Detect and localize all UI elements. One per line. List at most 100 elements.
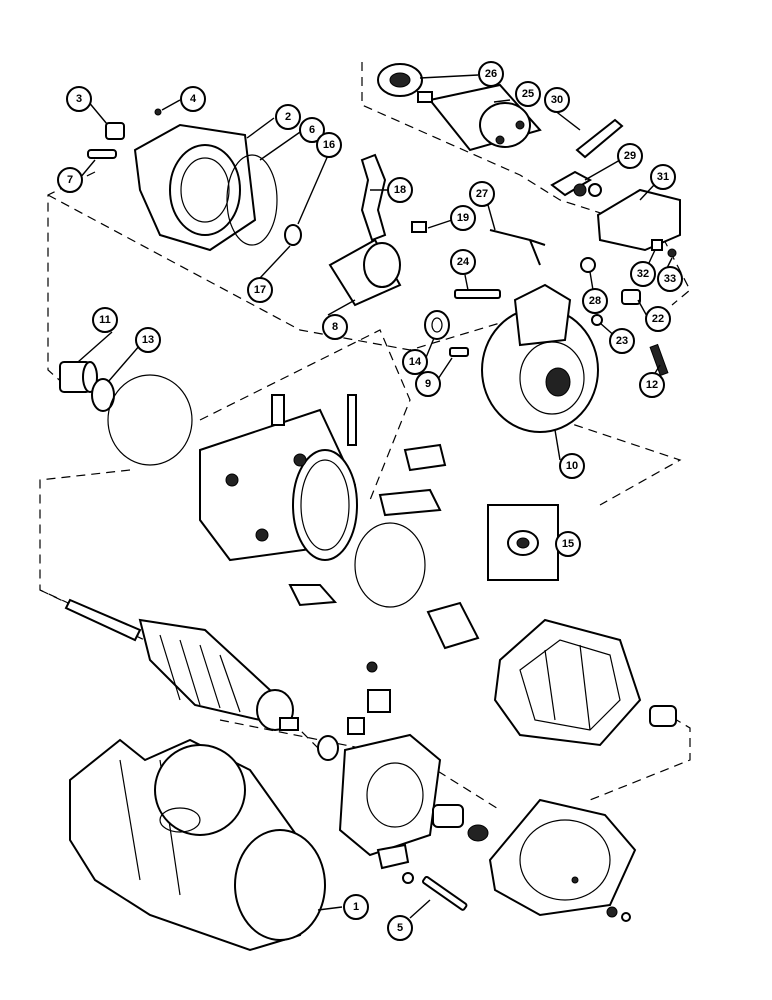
callout-24: 24	[450, 249, 476, 275]
svg-text:26: 26	[485, 68, 497, 80]
callout-31: 31	[650, 164, 676, 190]
part-bolt	[454, 289, 501, 299]
svg-text:12: 12	[646, 379, 658, 391]
callout-23: 23	[609, 328, 635, 354]
callout-5: 5	[387, 915, 413, 941]
part-insulator-bushing	[432, 804, 464, 828]
part-gasket-plate	[426, 601, 480, 650]
part-cover-washer	[621, 912, 631, 922]
svg-text:4: 4	[190, 93, 197, 105]
svg-text:17: 17	[254, 284, 266, 296]
callout-9: 9	[415, 371, 441, 397]
part-end-cover	[488, 798, 637, 917]
svg-text:8: 8	[332, 321, 338, 333]
callout-32: 32	[630, 261, 656, 287]
part-rear-bushing	[649, 705, 677, 727]
svg-text:2: 2	[285, 111, 291, 123]
svg-text:1: 1	[353, 901, 359, 913]
callout-12: 12	[639, 372, 665, 398]
part-large-o-ring	[107, 374, 193, 466]
svg-text:3: 3	[76, 93, 82, 105]
svg-text:7: 7	[67, 174, 73, 186]
callout-8: 8	[322, 314, 348, 340]
part-armature	[64, 598, 299, 731]
callout-28: 28	[582, 288, 608, 314]
part-insulator	[378, 488, 442, 517]
part-lead	[489, 229, 546, 266]
part-stud	[347, 394, 357, 446]
part-brush-washer	[317, 735, 339, 761]
part-field-lead	[403, 443, 447, 472]
svg-text:14: 14	[409, 356, 422, 368]
svg-text:13: 13	[142, 334, 154, 346]
callout-6: 6	[299, 117, 325, 143]
svg-text:6: 6	[309, 124, 315, 136]
part-strip	[649, 343, 669, 377]
part-plate	[651, 239, 663, 251]
svg-text:9: 9	[425, 378, 431, 390]
callout-26: 26	[478, 61, 504, 87]
part-solenoid-housing	[481, 283, 599, 433]
part-thrust-washer	[91, 378, 115, 412]
svg-text:18: 18	[394, 184, 406, 196]
part-pin	[87, 149, 117, 159]
callout-2: 2	[275, 104, 301, 130]
svg-text:19: 19	[457, 212, 469, 224]
part-terminal-cover	[596, 188, 681, 252]
callout-4: 4	[180, 86, 206, 112]
svg-text:25: 25	[522, 88, 534, 100]
part-terminal	[621, 289, 641, 305]
callout-1: 1	[343, 894, 369, 920]
callout-33: 33	[657, 266, 683, 292]
svg-text:31: 31	[657, 171, 669, 183]
callout-14: 14	[402, 349, 428, 375]
svg-text:29: 29	[624, 150, 636, 162]
part-brush-lead	[376, 843, 410, 870]
part-small-washer	[591, 314, 603, 326]
part-bracket	[550, 170, 602, 197]
part-lever-bracket	[411, 221, 427, 233]
part-gasket-1	[288, 584, 338, 607]
svg-text:24: 24	[457, 256, 470, 268]
callout-29: 29	[617, 143, 643, 169]
callout-10: 10	[559, 453, 585, 479]
svg-text:30: 30	[551, 94, 563, 106]
part-bolt-washer	[402, 872, 414, 884]
part-screw	[449, 347, 469, 357]
part-ring	[284, 224, 302, 246]
callout-25: 25	[515, 81, 541, 107]
part-plug	[154, 108, 162, 116]
svg-text:10: 10	[566, 460, 578, 472]
callout-19: 19	[450, 205, 476, 231]
part-frame-o-ring	[354, 522, 426, 608]
svg-text:22: 22	[652, 313, 664, 325]
svg-text:15: 15	[562, 538, 574, 550]
part-link	[575, 118, 624, 159]
part-bushing	[105, 122, 125, 140]
part-lead-nut	[580, 257, 596, 273]
part-field-coil	[493, 618, 642, 747]
part-assembled-starter	[69, 738, 326, 952]
callout-22: 22	[645, 306, 671, 332]
callout-13: 13	[135, 327, 161, 353]
svg-text:33: 33	[664, 273, 676, 285]
callout-3: 3	[66, 86, 92, 112]
callout-16: 16	[316, 132, 342, 158]
callout-7: 7	[57, 167, 83, 193]
callout-30: 30	[544, 87, 570, 113]
part-drive-housing	[133, 123, 257, 252]
svg-text:23: 23	[616, 335, 628, 347]
part-drive	[328, 238, 402, 307]
svg-text:28: 28	[589, 295, 601, 307]
part-solenoid	[417, 83, 542, 152]
callout-11: 11	[92, 307, 118, 333]
callout-18: 18	[387, 177, 413, 203]
part-washer	[424, 310, 450, 340]
svg-text:16: 16	[323, 139, 335, 151]
callout-17: 17	[247, 277, 273, 303]
part-field-frame	[199, 408, 358, 562]
part-plug-fitting	[467, 824, 489, 842]
part-through-bolt	[422, 875, 468, 911]
part-nut	[667, 248, 677, 258]
